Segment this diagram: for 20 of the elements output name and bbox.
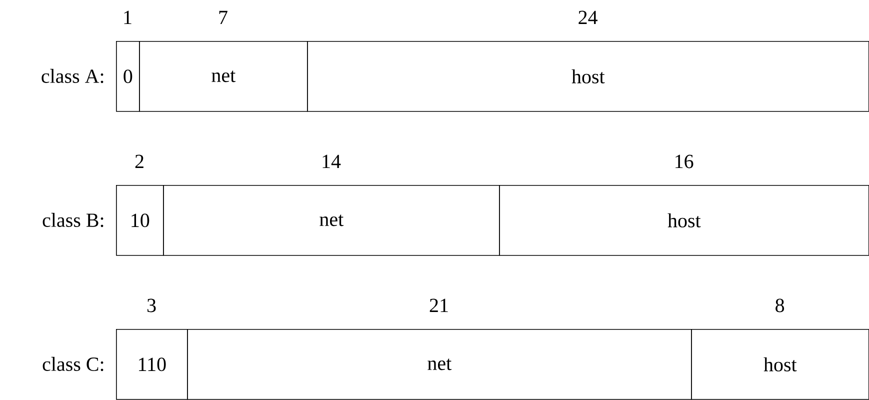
field-cell: 110: [116, 329, 188, 400]
bit-count: 3: [147, 298, 156, 312]
bit-count: 2: [135, 154, 144, 168]
bit-count: 7: [219, 10, 228, 24]
row-label: class B:: [42, 212, 104, 228]
bit-count: 16: [676, 154, 694, 168]
row-label: class A:: [42, 68, 104, 84]
bit-count: 14: [322, 154, 341, 168]
field-cell: host: [499, 185, 869, 256]
bit-count: 8: [776, 298, 784, 312]
field-cell: host: [691, 329, 869, 400]
field-cell: net: [139, 41, 308, 112]
bit-count: 1: [124, 10, 132, 24]
bit-count: 21: [430, 298, 448, 312]
field-cell: 0: [116, 41, 140, 112]
field-cell: 10: [116, 185, 164, 256]
field-cell: net: [187, 329, 692, 400]
field-cell: net: [163, 185, 500, 256]
field-cell: host: [307, 41, 869, 112]
bit-count: 24: [578, 10, 598, 24]
